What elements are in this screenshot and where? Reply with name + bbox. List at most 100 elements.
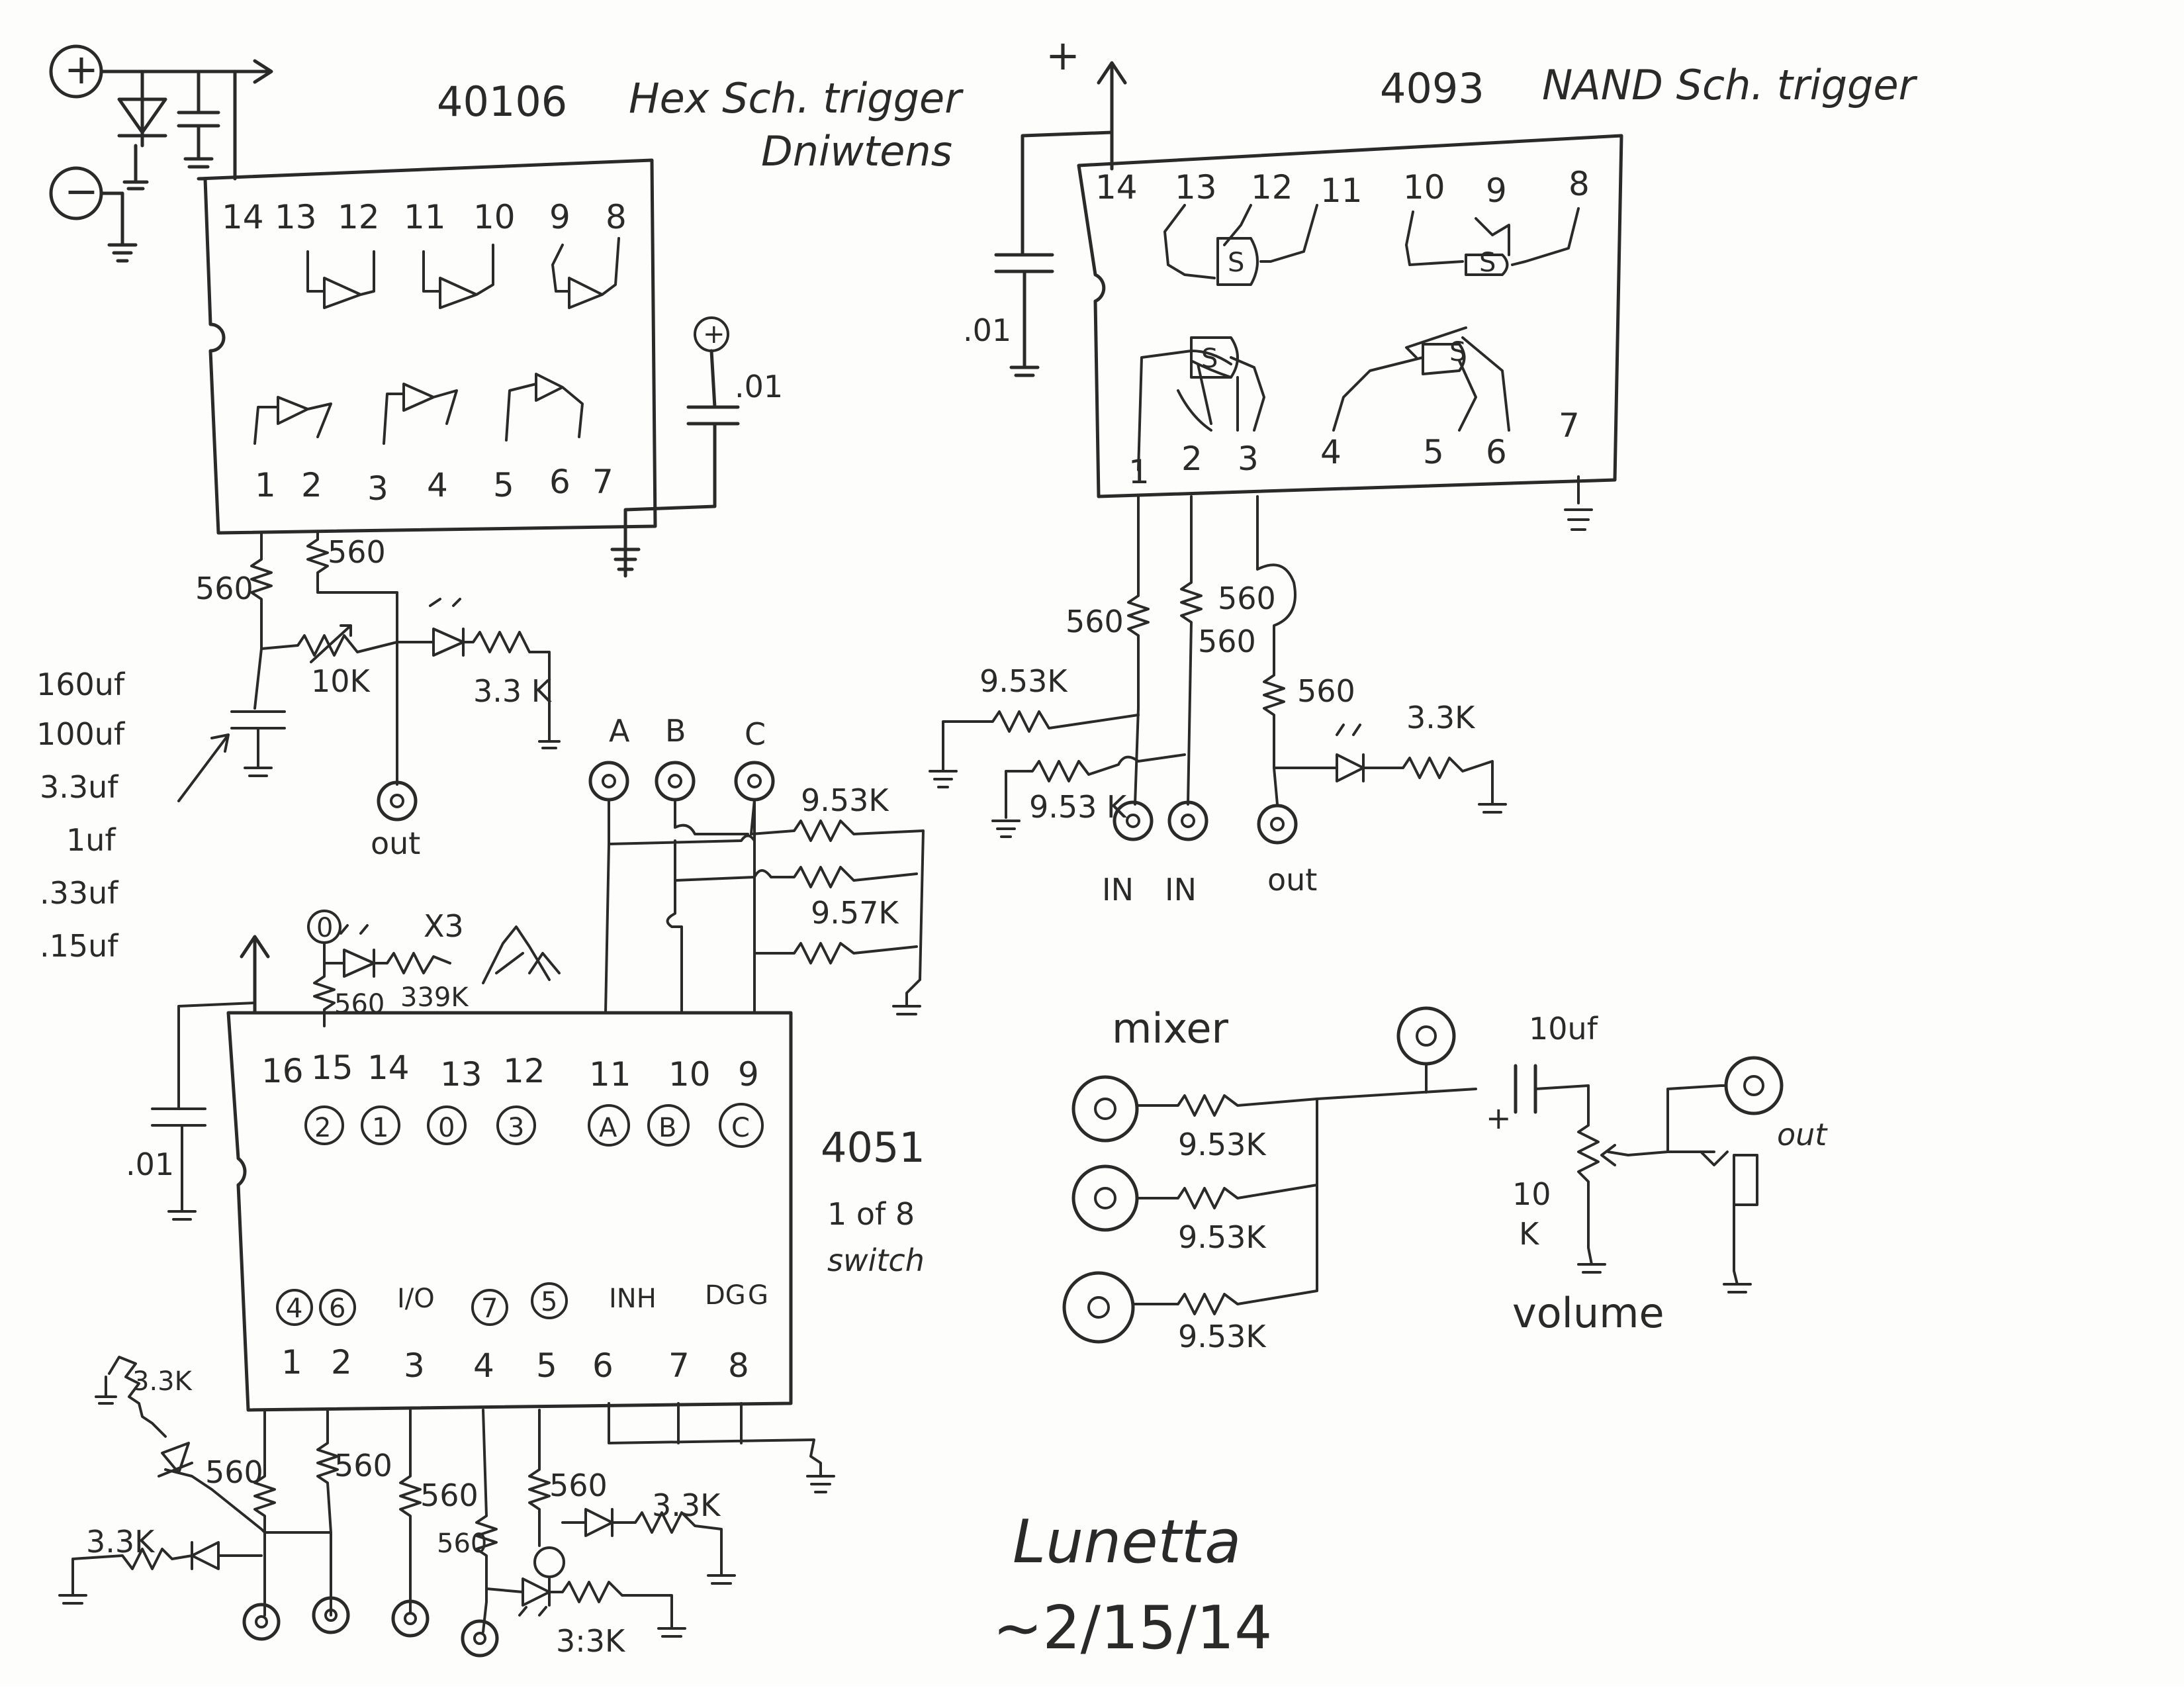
mux-indicator-jack-label: 0 [316,913,333,943]
nand-pin-5: 5 [1423,433,1444,471]
cap-option-1: 160uf [36,667,126,702]
nand-part-number: 4093 [1380,64,1484,113]
mixer-out-jack-center [1743,1075,1764,1096]
nand-pin-13: 13 [1175,168,1217,207]
hex-inverter-gates-bottom [253,373,584,445]
mux-input-r560-label-1: 560 [205,1454,263,1490]
mux-channel-mark-label: A [599,1113,617,1143]
mux-input-resistor-560-5 [528,1409,551,1547]
nand-pin-8: 8 [1569,165,1590,203]
nand-pin-9: 9 [1486,171,1507,210]
select-b-label: B [665,713,686,749]
mux-pin-3: 3 [404,1346,425,1385]
mux-channel-mark-label: 6 [329,1293,345,1324]
hex-cap-value: .01 [735,369,783,404]
nand-gates-top: S S [1163,204,1580,286]
rail-decoupling-cap [177,70,220,169]
abc-select-inputs: A B C 9.53K 9.57K [588,713,925,1015]
hex-pin-6: 6 [549,463,570,501]
mux-channel-mark [427,1105,467,1145]
mux-input-led-2-label: 3.3K [86,1524,156,1560]
mux-inh-vee-vss-ground [608,1402,835,1493]
hex-vss-ground [610,531,641,578]
nand-in-label-1: IN [1102,872,1134,908]
mixer-section: mixer 9.53K 9.53K 9.53K + 10uf 10 K volu… [1062,1004,1828,1354]
mux-input-led-4-label: 3:3K [556,1623,626,1659]
hex-pin-8: 8 [606,198,627,236]
plus-rail-arrow [140,59,273,84]
mux-input-led-5 [561,1508,736,1585]
resistor-560-left [250,532,273,650]
select-c-jack [734,761,775,802]
mux-top-channel-marks: 2 1 0 3 A B C [304,1103,764,1148]
nand-in-jack-1-center [1126,814,1140,828]
ic-4093: + 4093 NAND Sch. trigger .01 14 13 12 11… [963,31,1918,531]
mux-input-jack-2-center [324,1609,338,1622]
mux-indicator-led-rays [340,924,369,935]
mux-description-1: 1 of 8 [827,1196,915,1232]
mux-channel-mark [496,1105,536,1145]
nand-pull-label-2: 9.53 K [1029,789,1128,825]
mux-pin-1: 1 [281,1343,302,1382]
minus-label: − [64,167,99,215]
mixer-cap-plus: + [1486,1100,1512,1136]
nand-pin-3: 3 [1238,440,1259,478]
nand-decoupling-cap [994,130,1114,377]
nand-led-rays [1336,724,1361,736]
volume-pot-value-1: 10 [1512,1176,1551,1212]
select-a-jack [588,761,629,802]
mixer-output-cap [1514,1064,1537,1114]
nand-out-jack-center [1270,817,1285,831]
mux-channel-mark [531,1282,568,1319]
mixer-out-label: out [1777,1117,1828,1152]
mux-channel-mark [276,1289,313,1326]
mixer-resistor-2 [1137,1184,1318,1209]
hex-pin-10: 10 [473,198,516,236]
mixer-input-jack-1 [1071,1075,1139,1143]
mux-input-r560-label-5: 560 [549,1468,608,1503]
mux-inhibit-label: INH [609,1284,657,1314]
select-a-label: A [609,713,630,749]
mux-channel-mark-label: B [659,1113,676,1143]
mux-pin-11: 11 [589,1055,631,1094]
mux-channel-mark [719,1103,764,1148]
mux-input-jack-3-center [404,1612,417,1625]
mux-input-network: 560 560 560 560 560 3.3K 3:3K 3.3K 3.3K [58,1356,736,1659]
nand-pin-2: 2 [1181,440,1203,478]
nand-r560-label-1: 560 [1066,604,1124,639]
nand-pin-12: 12 [1251,168,1293,207]
nand-input-1-resistor-560 [1127,495,1150,806]
nand-led-with-3.3k [1273,753,1507,814]
mux-channel-mark-label: 2 [314,1113,331,1143]
mixer-input-jack-3-center [1087,1296,1110,1319]
mux-indicator-multiplier: X3 [424,908,464,944]
hex-cap-plus-label: + [703,319,725,350]
hex-part-number: 40106 [437,77,567,126]
nand-gate [1332,326,1510,432]
hex-inverter-gates-top [306,237,620,309]
pot-10k-label: 10K [311,663,371,699]
mux-channel-mark-label: 5 [541,1287,557,1317]
mixer-out-switch-jack [1700,1084,1758,1293]
mux-pin-8: 8 [728,1346,749,1385]
select-c-label: C [745,716,766,752]
mux-input-led-2 [58,1541,263,1605]
nand-output-resistor-560 [1256,495,1297,806]
mux-channel-mark-label: C [731,1113,750,1143]
nand-pull-resistor-9.53k-2 [1005,753,1186,819]
nand-description: NAND Sch. trigger [1542,61,1918,109]
mux-channel-mark-label: 1 [372,1113,388,1143]
mux-channel-mark-label: 3 [508,1113,524,1143]
mux-pin-12: 12 [503,1052,545,1090]
mux-common-io-label: I/O [397,1284,435,1314]
mux-ic-body [226,1011,793,1412]
mux-input-resistor-560-1 [253,1409,276,1617]
select-a-jack-center [602,774,616,788]
osc-out-jack [377,780,418,822]
mux-input-jack-4 [461,1619,499,1658]
mux-bottom-pins: 1 2 3 4 5 6 7 8 [281,1343,749,1385]
mux-channel-mark-label: 4 [286,1293,302,1324]
pot-10k-arrow [310,624,352,663]
nand-gate-label: S [1479,248,1496,278]
nand-gate [1163,204,1318,286]
